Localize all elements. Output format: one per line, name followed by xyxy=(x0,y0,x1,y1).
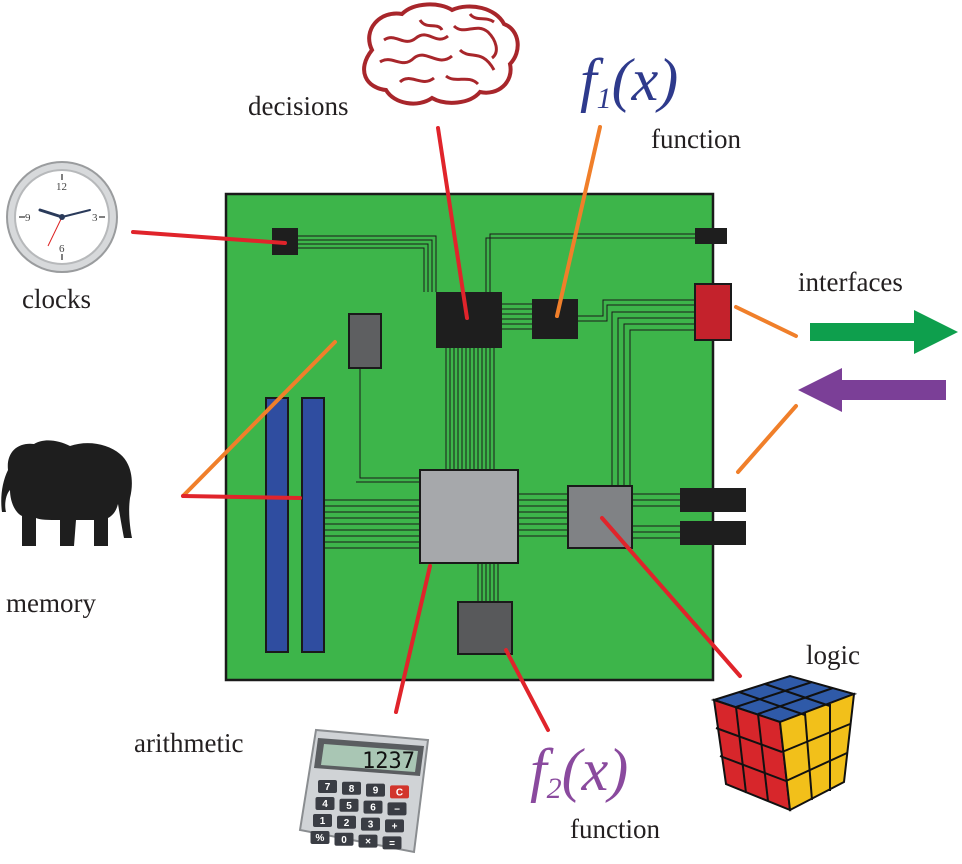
elephant-icon xyxy=(1,440,132,546)
calculator-key xyxy=(337,815,356,829)
calculator-key xyxy=(339,798,359,812)
calculator-key xyxy=(385,819,404,833)
calculator-key-label: 8 xyxy=(349,784,355,795)
calculator-key-label: 1 xyxy=(320,816,326,827)
memory-stick-1 xyxy=(265,397,289,653)
calculator-key-label: × xyxy=(365,837,371,848)
function-chip xyxy=(532,299,578,339)
brain-icon xyxy=(362,2,520,106)
arithmetic-pointer xyxy=(394,564,432,714)
calculator-key xyxy=(390,785,409,799)
calculator-display: 1237 xyxy=(362,749,415,774)
label-interfaces: interfaces xyxy=(798,267,903,297)
calculator-keypad: 7 8 9 C 4 5 6 − 1 2 3 +% 0 × = xyxy=(310,780,409,850)
calculator-key-label: 4 xyxy=(322,799,328,810)
calculator-key xyxy=(318,780,337,793)
calculator-key xyxy=(310,831,330,844)
connector-2 xyxy=(680,521,746,545)
rubiks-cube-icon xyxy=(710,674,858,812)
formula-f2-arg: (x) xyxy=(562,737,629,803)
interface-arrows xyxy=(798,310,958,412)
calculator-key xyxy=(315,797,335,810)
label-function-bottom: function xyxy=(570,814,660,844)
calculator-key xyxy=(334,832,354,846)
decisions-pointer xyxy=(436,126,469,320)
small-grey-chip xyxy=(348,313,382,369)
interface-chip xyxy=(694,283,732,341)
outgoing-arrow xyxy=(810,310,958,354)
label-logic: logic xyxy=(806,640,860,670)
incoming-arrow xyxy=(798,368,946,412)
clock-num-3: 3 xyxy=(92,212,98,224)
label-function-top: function xyxy=(651,124,741,154)
label-clocks: clocks xyxy=(22,284,91,314)
decisions-chip xyxy=(436,292,502,348)
memory-pointer-orange xyxy=(181,340,337,498)
label-memory: memory xyxy=(6,588,96,618)
formula-f2-sub: 2 xyxy=(547,772,562,805)
memory-stick-2 xyxy=(301,397,325,653)
circuit-board xyxy=(224,192,746,682)
calculator-key xyxy=(313,814,332,827)
arithmetic-chip xyxy=(457,601,513,655)
calculator-key-label: C xyxy=(396,787,403,798)
clock-icon: 12 3 6 9 xyxy=(6,161,118,273)
calculator-key xyxy=(342,781,361,795)
calculator-icon: 1237 7 8 9 C 4 5 6 − 1 2 3 +% 0 × = xyxy=(298,728,430,854)
logic-pointer xyxy=(600,516,742,678)
memory-pointer-red xyxy=(181,494,302,500)
calculator-key-label: 6 xyxy=(370,803,376,814)
formula-f1: f1(x) xyxy=(580,47,678,115)
interface-out-pointer xyxy=(734,305,798,338)
calculator-key-label: 7 xyxy=(325,782,331,793)
calculator-key-label: 9 xyxy=(373,786,379,797)
clock-pointer xyxy=(131,230,287,245)
clock-num-9: 9 xyxy=(25,212,31,224)
connector-1 xyxy=(680,488,746,512)
calculator-key xyxy=(361,817,380,831)
formula-f1-arg: (x) xyxy=(612,47,679,113)
label-decisions: decisions xyxy=(248,91,349,121)
calculator-key-label: − xyxy=(394,804,400,815)
calculator-key xyxy=(363,800,383,814)
function-bottom-pointer xyxy=(504,648,550,732)
function-top-pointer xyxy=(555,125,602,318)
calculator-key xyxy=(358,834,378,848)
board-traces xyxy=(298,233,695,602)
central-processor xyxy=(419,469,519,564)
calculator-key xyxy=(366,783,385,797)
formula-f2: f2(x) xyxy=(530,737,628,805)
calculator-key-label: + xyxy=(392,821,398,832)
label-arithmetic: arithmetic xyxy=(134,728,243,758)
calculator-key-label: 3 xyxy=(368,820,374,831)
calculator-key-label: 5 xyxy=(346,801,352,812)
calculator-key xyxy=(382,836,402,850)
interface-in-pointer xyxy=(736,404,798,474)
pointer-lines xyxy=(131,125,798,732)
formula-f1-sub: 1 xyxy=(597,82,612,115)
calculator-key xyxy=(387,802,407,816)
clock-num-6: 6 xyxy=(59,243,65,255)
calculator-key-label: % xyxy=(316,833,325,844)
calculator-key-label: 0 xyxy=(341,835,347,846)
clock-num-12: 12 xyxy=(56,181,67,193)
small-top-right-chip xyxy=(695,228,727,244)
calculator-key-label: = xyxy=(389,838,395,849)
calculator-key-label: 2 xyxy=(344,818,350,829)
